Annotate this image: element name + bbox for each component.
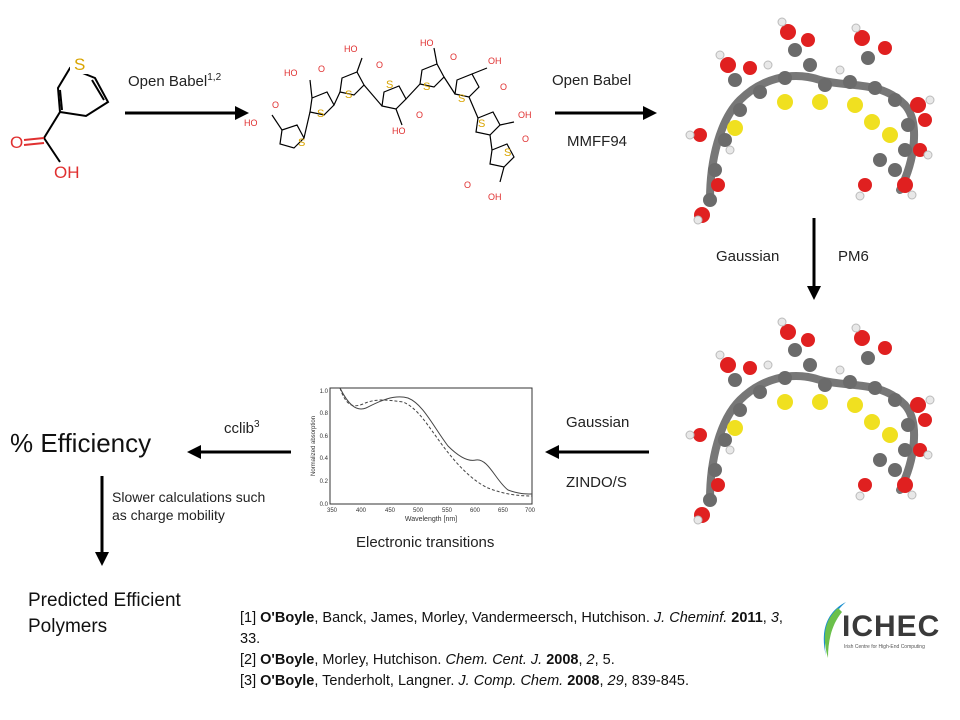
oligomer-o-1: O: [272, 100, 279, 110]
x-tick-350: 350: [327, 508, 338, 514]
oligomer-s-3: S: [345, 89, 352, 101]
cclib-label: cclib3: [224, 419, 260, 437]
molecule-3d-top: [685, 17, 935, 225]
gaussian-label-1: Gaussian: [716, 248, 780, 265]
absorption-spectrum: 350 400 450 500 550 600 650 700 0.0 0.2 …: [308, 386, 538, 526]
x-tick-600: 600: [470, 508, 481, 514]
y-tick-06: 0.6: [320, 434, 329, 440]
monomer-oh-label: OH: [54, 163, 80, 182]
slower-calculations-label: Slower calculations such as charge mobil…: [112, 489, 266, 523]
y-tick-02: 0.2: [320, 479, 329, 485]
arrow-down-2: [95, 476, 109, 566]
y-axis-label: Normalized absorption: [311, 416, 317, 476]
oligomer-s-1: S: [298, 137, 305, 149]
x-tick-500: 500: [413, 508, 424, 514]
arrow-right-2: [555, 106, 657, 120]
oligomer-s-7: S: [478, 118, 485, 130]
oligomer-ho-3: HO: [344, 44, 358, 54]
y-tick-04: 0.4: [320, 456, 329, 462]
ichec-swoosh-icon: [823, 602, 846, 658]
oligomer-ho-5: HO: [420, 38, 434, 48]
ichec-name: ICHEC: [842, 610, 941, 643]
oligomer-o-6: O: [500, 82, 507, 92]
x-tick-650: 650: [498, 508, 509, 514]
y-tick-08: 0.8: [320, 411, 329, 417]
ichec-tagline: Irish Centre for High-End Computing: [844, 644, 925, 650]
oligomer-s-4: S: [386, 79, 393, 91]
y-tick-0: 0.0: [320, 502, 329, 508]
oligomer-o-5: O: [450, 52, 457, 62]
y-tick-10: 1.0: [320, 389, 329, 395]
open-babel-label-1: Open Babel1,2: [128, 72, 222, 90]
reference-1: [1] O'Boyle, Banck, James, Morley, Vande…: [240, 610, 783, 647]
oligomer-o-3: O: [376, 60, 383, 70]
arrow-right-1: [125, 106, 249, 120]
oligomer-s-6: S: [458, 93, 465, 105]
monomer-oxygen-label: O: [10, 133, 23, 152]
electronic-transitions-label: Electronic transitions: [356, 534, 495, 551]
zindo-label: ZINDO/S: [566, 474, 627, 491]
oligomer-o-8: O: [464, 180, 471, 190]
oligomer-o-7: O: [522, 134, 529, 144]
oligomer-oh-3: OH: [488, 192, 502, 202]
references: [1] O'Boyle, Banck, James, Morley, Vande…: [240, 608, 800, 692]
ichec-logo: ICHEC Irish Centre for High-End Computin…: [812, 596, 952, 666]
oligomer-structure: S S S S S S S S O HO HO O HO O O HO HO O…: [244, 38, 532, 202]
x-axis-label: Wavelength [nm]: [405, 516, 457, 523]
arrow-left-2: [187, 445, 291, 459]
pm6-label: PM6: [838, 248, 869, 265]
efficiency-label: % Efficiency: [10, 428, 152, 458]
x-tick-450: 450: [385, 508, 396, 514]
reference-3: [3] O'Boyle, Tenderholt, Langner. J. Com…: [240, 673, 689, 689]
mmff94-label: MMFF94: [567, 133, 627, 150]
oligomer-ho-2: HO: [284, 68, 298, 78]
open-babel-label-2: Open Babel: [552, 72, 632, 89]
arrow-down: [807, 218, 821, 300]
oligomer-oh-1: OH: [488, 56, 502, 66]
oligomer-oh-2: OH: [518, 110, 532, 120]
x-tick-400: 400: [356, 508, 367, 514]
monomer-structure: S O OH: [10, 54, 110, 182]
oligomer-s-5: S: [423, 81, 430, 93]
oligomer-s-8: S: [504, 147, 511, 159]
predicted-polymers-label: Predicted Efficient Polymers: [28, 590, 181, 637]
molecule-3d-bottom: [685, 317, 935, 525]
arrow-left-1: [545, 445, 649, 459]
oligomer-ho-1: HO: [244, 118, 258, 128]
gaussian-label-2: Gaussian: [566, 414, 630, 431]
monomer-sulfur-label: S: [74, 55, 85, 74]
reference-2: [2] O'Boyle, Morley, Hutchison. Chem. Ce…: [240, 652, 615, 668]
x-tick-700: 700: [525, 508, 536, 514]
oligomer-ho-4: HO: [392, 126, 406, 136]
oligomer-o-4: O: [416, 110, 423, 120]
oligomer-s-2: S: [317, 108, 324, 120]
oligomer-o-2: O: [318, 64, 325, 74]
x-tick-550: 550: [442, 508, 453, 514]
